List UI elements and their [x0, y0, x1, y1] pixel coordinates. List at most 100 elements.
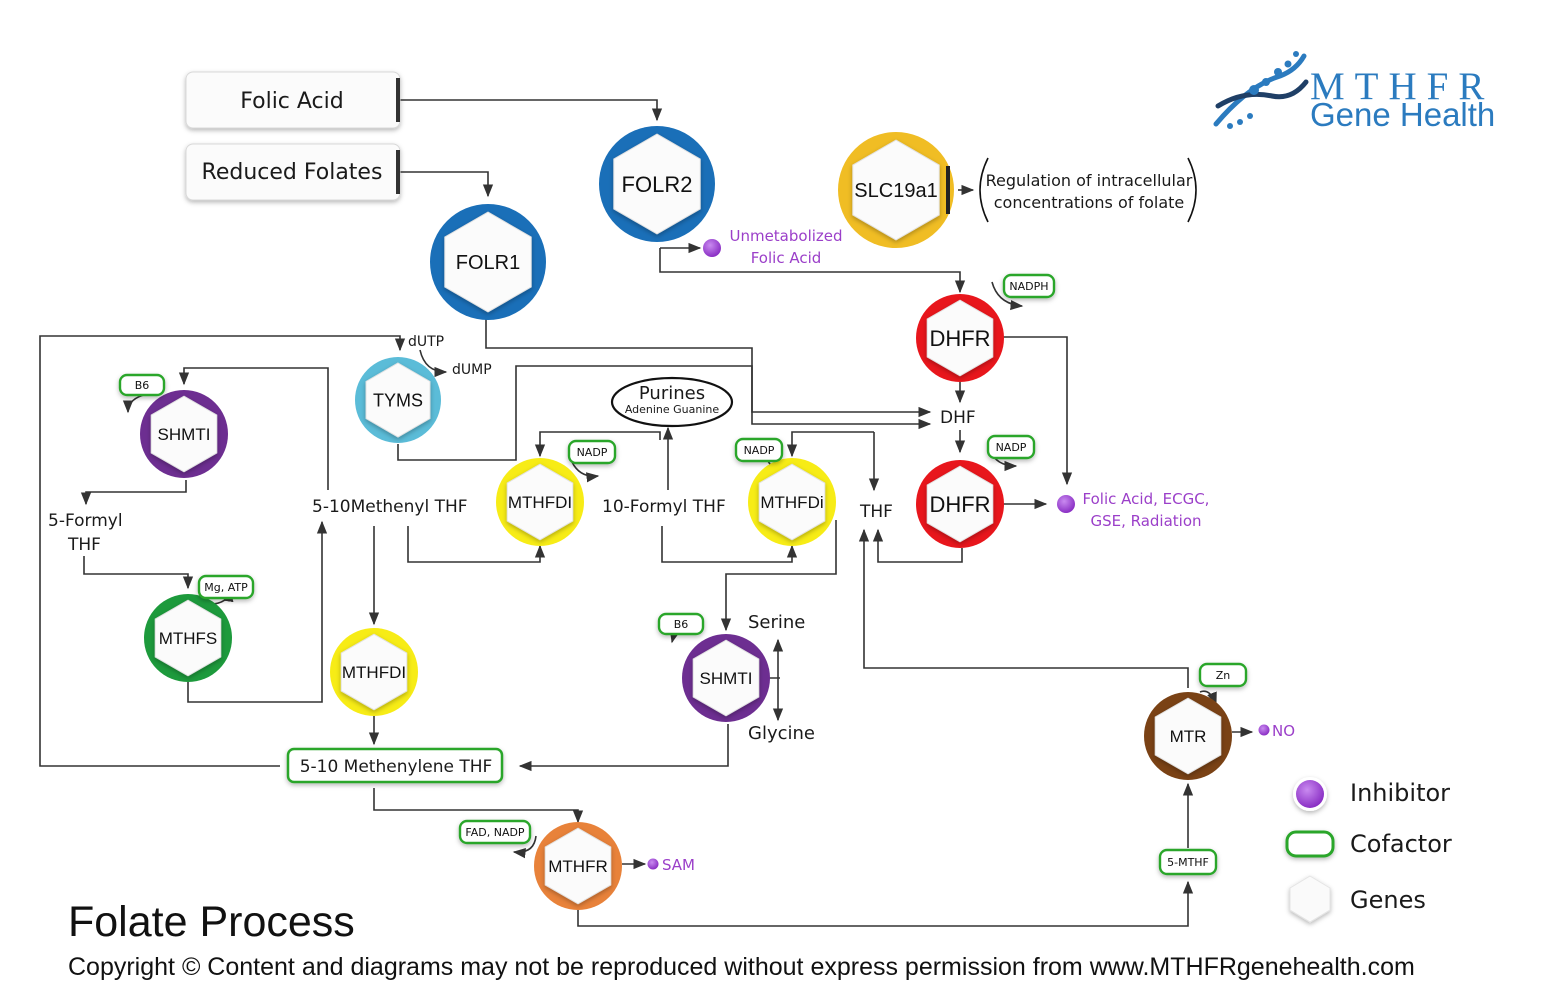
cofactor-nadp-a: NADP [567, 439, 617, 465]
unmetabolized-line-1: Unmetabolized [729, 227, 842, 245]
edge-dutp-dump [419, 349, 448, 378]
cofactor-label-nadph: NADPH [1009, 280, 1048, 293]
glycine-label: Glycine [748, 723, 815, 744]
edge-tyms-dhf [397, 365, 932, 461]
gene-label-dhfr-top: DHFR [929, 326, 990, 351]
inhibitor-dot-sam [647, 858, 659, 870]
legend-cofactor-label: Cofactor [1350, 830, 1452, 858]
cofactor-nadp-b: NADP [734, 437, 784, 463]
cofactor-nadph: NADPH [1002, 273, 1056, 299]
gene-node-dhfr-top: DHFR [916, 294, 1004, 382]
cofactor-label-fad-nadp: FAD, NADP [465, 826, 525, 839]
ten-formyl-thf-label: 10-Formyl THF [602, 497, 726, 517]
methylene-thf-box [286, 747, 504, 784]
edge-mtr-thf [858, 528, 1189, 688]
metabolites: dUTP dUMP DHF THF 5-Formyl THF 5-10Methe… [48, 334, 976, 744]
dutp-label: dUTP [408, 334, 444, 350]
cofactor-label-nadp-b: NADP [744, 444, 775, 457]
cof-arrow-b6-left [122, 393, 149, 414]
inhibitor-dot-unmetabolized [703, 239, 721, 257]
cofactor-label-b6-right: B6 [674, 618, 689, 631]
cofactor-fad-nadp: FAD, NADP [458, 819, 532, 845]
cof-arrow-fad [512, 835, 537, 859]
gene-node-shmt-left: SHMTI [140, 390, 228, 478]
dump-label: dUMP [452, 362, 492, 378]
gene-node-mtr: MTR [1144, 692, 1232, 780]
dhf-label: DHF [940, 408, 976, 428]
logo-line-1: MTHFR [1310, 65, 1495, 108]
adenine-guanine-label: Adenine Guanine [625, 403, 720, 416]
purines-node: Purines Adenine Guanine [610, 376, 734, 428]
cofactor-five-mthf: 5-MTHF [1158, 848, 1218, 876]
unmetabolized-line-2: Folic Acid [751, 249, 822, 267]
thf-label: THF [859, 502, 893, 522]
legend-cofactor-icon [1285, 830, 1335, 858]
folic-acid-box [185, 71, 401, 129]
gene-label-mthfd-c: MTHFDI [342, 663, 406, 682]
edge-formyl-mthfs [83, 556, 194, 590]
cofactor-label-nadp-a: NADP [577, 446, 608, 459]
gene-node-dhfr-bottom: DHFR [916, 460, 1004, 548]
edge-folr2-dhfr [659, 248, 966, 294]
gene-node-folr2: FOLR2 [599, 126, 715, 242]
folic-acid-label: Folic Acid [240, 89, 343, 114]
no-label: NO [1272, 722, 1295, 740]
legend-inhibitor-icon [1296, 780, 1324, 808]
edge-methenyl-shmt [178, 367, 329, 490]
legend-genes-icon [1289, 875, 1331, 923]
gene-node-mthfd-c: MTHFDI [330, 628, 418, 716]
dna-helix-icon [1213, 51, 1309, 129]
edge-folic-acid-folr2 [400, 99, 663, 122]
edge-mthfr-5mthf [577, 880, 1194, 927]
cofactor-b6-right: B6 [657, 612, 705, 636]
logo-line-2: Gene Health [1310, 96, 1496, 133]
legend: Inhibitor Cofactor Genes [1285, 777, 1452, 923]
edge-methylene-mthfr [373, 788, 584, 824]
dhfr-inhibitor-line-2: GSE, Radiation [1090, 512, 1201, 530]
cofactor-nadp-dhfr: NADP [986, 434, 1036, 460]
edge-shmt-methylene [518, 724, 729, 772]
gene-node-mthfd-a: MTHFDI [496, 458, 584, 546]
reduced-folates-label: Reduced Folates [202, 160, 383, 185]
cofactor-mg-atp: Mg, ATP [197, 574, 255, 600]
regulation-line-2: concentrations of folate [994, 193, 1185, 212]
gene-label-folr2: FOLR2 [622, 172, 693, 197]
five-formyl-label-2: THF [67, 535, 101, 555]
cofactor-label-nadp-dhfr: NADP [996, 441, 1027, 454]
cofactor-label-mg-atp: Mg, ATP [204, 581, 248, 594]
gene-label-mthfd-a: MTHFDI [508, 493, 572, 512]
edge-formyl-mthfdb [661, 526, 798, 563]
inhibitor-dot-no [1258, 724, 1270, 736]
edge-thf-mthfdb [786, 431, 874, 458]
gene-node-mthfr: MTHFR [534, 822, 622, 910]
edge-methylene-tyms [39, 335, 406, 767]
gene-node-folr1: FOLR1 [430, 204, 546, 320]
purines-label: Purines [639, 383, 705, 404]
gene-label-slc19a1: SLC19a1 [854, 180, 937, 202]
edge-mthfs-methenyl [187, 520, 328, 703]
gene-label-mthfr: MTHFR [548, 857, 607, 876]
cofactor-label-five-mthf: 5-MTHF [1167, 856, 1209, 869]
slc-side-bar [946, 166, 950, 214]
inhibitors: Unmetabolized Folic Acid Folic Acid, ECG… [647, 227, 1295, 874]
gene-node-mthfd-b: MTHFDi [748, 458, 836, 546]
gene-label-mthfd-b: MTHFDi [760, 493, 823, 512]
edge-dhfr-inh [1000, 336, 1073, 486]
legend-inhibitor-label: Inhibitor [1350, 779, 1450, 807]
serine-label: Serine [748, 612, 805, 633]
gene-label-shmt-right: SHMTI [700, 669, 753, 688]
methylene-thf-label: 5-10 Methenylene THF [300, 757, 493, 777]
mthfr-gene-health-logo: MTHFR Gene Health [1208, 46, 1528, 136]
gene-label-dhfr-bottom: DHFR [929, 492, 990, 517]
gene-label-mtr: MTR [1170, 727, 1207, 746]
methenyl-thf-label: 5-10Methenyl THF [312, 497, 468, 517]
gene-node-mthfs: MTHFS [144, 594, 232, 682]
edge-folr1-dhf [485, 318, 932, 418]
diagram-title: Folate Process [68, 898, 355, 946]
cofactor-b6-left: B6 [118, 373, 166, 397]
edge-mthfdb-shmt [720, 520, 837, 632]
cof-arrow-nadph [991, 281, 1024, 311]
reduced-folates-box [185, 143, 401, 201]
